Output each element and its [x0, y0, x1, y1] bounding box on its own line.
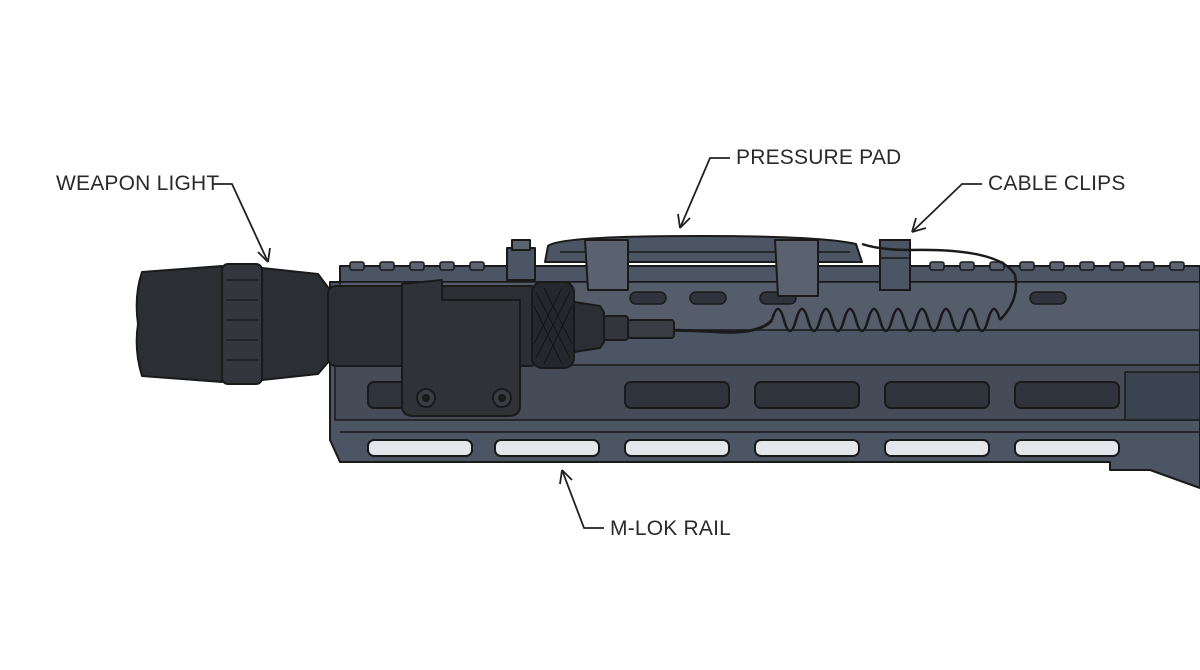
cable-coil — [770, 307, 1002, 333]
leader-weapon-light — [212, 183, 269, 263]
cable — [600, 242, 1018, 334]
picatinny-teeth — [349, 261, 1185, 271]
cable-to-clip — [909, 248, 1018, 321]
light-mount — [401, 279, 521, 417]
mlok-slots-lower — [367, 439, 1120, 457]
pressure-pad — [506, 235, 863, 297]
mlok-rail-label: M-LOK RAIL — [610, 517, 732, 540]
light-tail-connector — [573, 301, 605, 353]
pad-strap-left — [584, 239, 629, 291]
leader-pressure-pad — [679, 157, 730, 229]
rail-end-channel — [1124, 371, 1200, 421]
leader-mlok-rail — [561, 469, 604, 529]
leader-lines — [212, 157, 982, 529]
light-knurl-ring — [221, 263, 263, 385]
pressure-pad-label: PRESSURE PAD — [736, 146, 902, 169]
light-head — [261, 267, 331, 381]
weapon-light — [135, 263, 675, 417]
mlok-slots-middle — [367, 381, 1120, 409]
pad-strap-right — [774, 239, 819, 297]
pad-mount-clip — [506, 247, 536, 281]
light-bezel — [135, 265, 223, 383]
cable-clips-label: CABLE CLIPS — [988, 172, 1126, 195]
leader-cable-clips — [911, 183, 982, 233]
upper-slots — [629, 291, 1067, 305]
weapon-light-label: WEAPON LIGHT — [56, 172, 220, 195]
picatinny-top-rail — [339, 265, 1200, 283]
cable-clip — [879, 239, 911, 291]
